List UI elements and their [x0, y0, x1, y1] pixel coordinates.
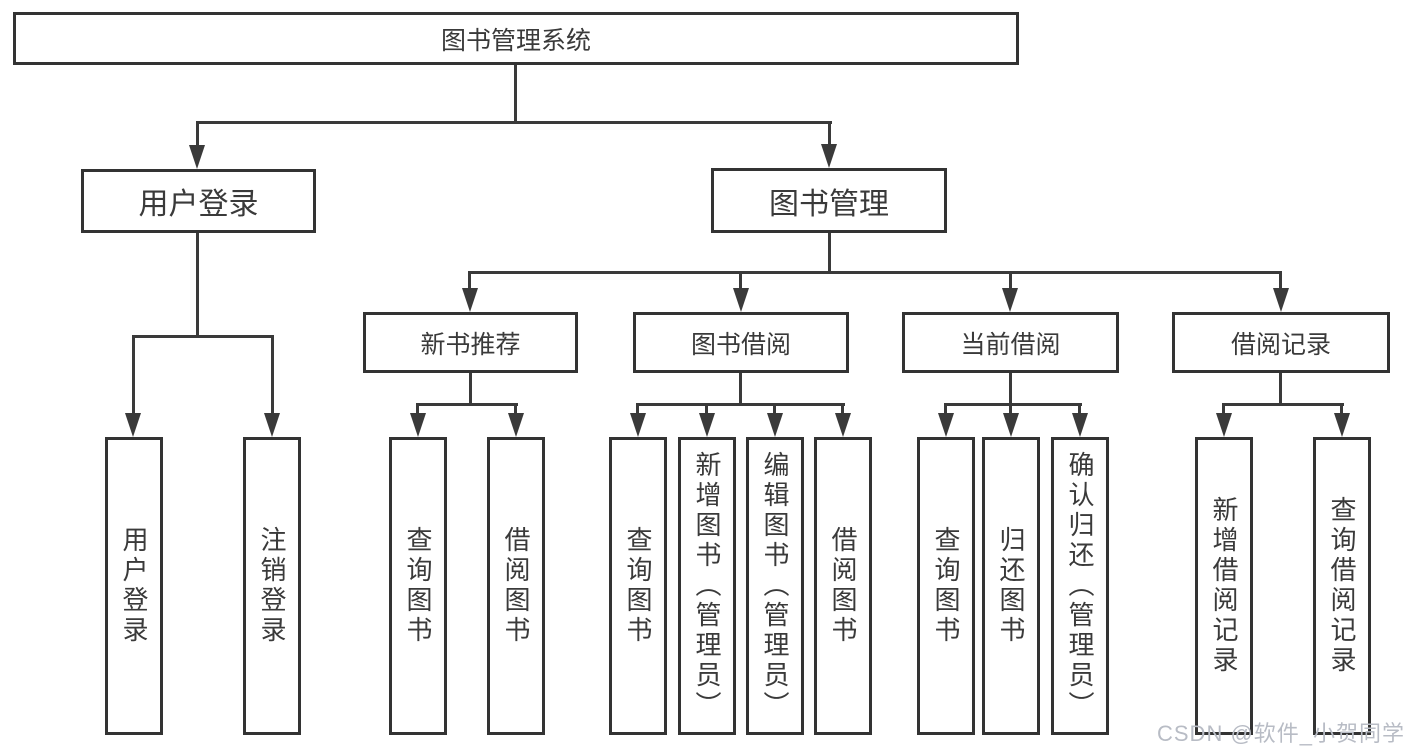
connector-line — [1009, 271, 1012, 291]
arrowhead-down-icon — [508, 413, 524, 437]
connector-line — [841, 403, 844, 416]
leaf-bb-add-book-admin: 新增图书（管理员） — [678, 437, 736, 735]
connector-line — [1009, 373, 1012, 403]
node-user-login: 用户登录 — [81, 169, 316, 233]
connector-line — [1279, 373, 1282, 403]
leaf-cb-query-book: 查询图书 — [917, 437, 975, 735]
node-book-borrowing: 图书借阅 — [633, 312, 849, 373]
leaf-rec-query-book: 查询图书 — [389, 437, 447, 735]
connector-line — [416, 403, 419, 416]
arrowhead-down-icon — [767, 413, 783, 437]
node-book-management: 图书管理 — [711, 168, 947, 233]
leaf-bb-query-book: 查询图书 — [609, 437, 667, 735]
arrowhead-down-icon — [264, 413, 280, 437]
arrowhead-down-icon — [1072, 413, 1088, 437]
arrowhead-down-icon — [1003, 413, 1019, 437]
connector-line — [828, 233, 831, 271]
arrowhead-down-icon — [821, 144, 837, 168]
arrowhead-down-icon — [630, 413, 646, 437]
connector-line — [1279, 271, 1282, 291]
node-borrowing-records: 借阅记录 — [1172, 312, 1390, 373]
connector-line — [944, 403, 1082, 406]
leaf-cb-confirm-return-admin: 确认归还（管理员） — [1051, 437, 1109, 735]
arrowhead-down-icon — [1273, 288, 1289, 312]
arrowhead-down-icon — [699, 413, 715, 437]
connector-line — [196, 233, 199, 335]
arrowhead-down-icon — [125, 413, 141, 437]
connector-line — [773, 403, 776, 416]
connector-line — [705, 403, 708, 416]
arrowhead-down-icon — [733, 288, 749, 312]
leaf-bb-edit-book-admin: 编辑图书（管理员） — [746, 437, 804, 735]
connector-line — [196, 121, 199, 147]
arrowhead-down-icon — [410, 413, 426, 437]
connector-line — [1009, 403, 1012, 416]
leaf-cb-return-book: 归还图书 — [982, 437, 1040, 735]
connector-line — [132, 335, 274, 338]
connector-line — [1222, 403, 1225, 416]
arrowhead-down-icon — [938, 413, 954, 437]
arrowhead-down-icon — [1216, 413, 1232, 437]
connector-line — [1340, 403, 1343, 416]
arrowhead-down-icon — [1334, 413, 1350, 437]
connector-line — [468, 271, 471, 291]
connector-line — [1222, 403, 1344, 406]
connector-line — [739, 373, 742, 403]
connector-line — [468, 271, 1282, 274]
connector-line — [514, 403, 517, 416]
connector-line — [196, 121, 832, 124]
connector-line — [1078, 403, 1081, 416]
csdn-watermark: CSDN @软件_小贺同学 — [1157, 721, 1405, 746]
connector-line — [132, 335, 135, 415]
connector-line — [739, 271, 742, 291]
connector-line — [828, 121, 831, 146]
leaf-br-add-record: 新增借阅记录 — [1195, 437, 1253, 735]
leaf-br-query-record: 查询借阅记录 — [1313, 437, 1371, 735]
connector-line — [469, 373, 472, 403]
connector-line — [416, 403, 518, 406]
arrowhead-down-icon — [1002, 288, 1018, 312]
connector-line — [271, 335, 274, 415]
connector-line — [636, 403, 845, 406]
connector-line — [514, 65, 517, 121]
connector-line — [944, 403, 947, 416]
arrowhead-down-icon — [835, 413, 851, 437]
leaf-bb-borrow-book: 借阅图书 — [814, 437, 872, 735]
leaf-user-login: 用户登录 — [105, 437, 163, 735]
leaf-logout: 注销登录 — [243, 437, 301, 735]
connector-line — [636, 403, 639, 416]
node-current-borrowing: 当前借阅 — [902, 312, 1119, 373]
leaf-rec-borrow-book: 借阅图书 — [487, 437, 545, 735]
arrowhead-down-icon — [189, 145, 205, 169]
arrowhead-down-icon — [462, 288, 478, 312]
node-new-book-recommendation: 新书推荐 — [363, 312, 578, 373]
node-root: 图书管理系统 — [13, 12, 1019, 65]
